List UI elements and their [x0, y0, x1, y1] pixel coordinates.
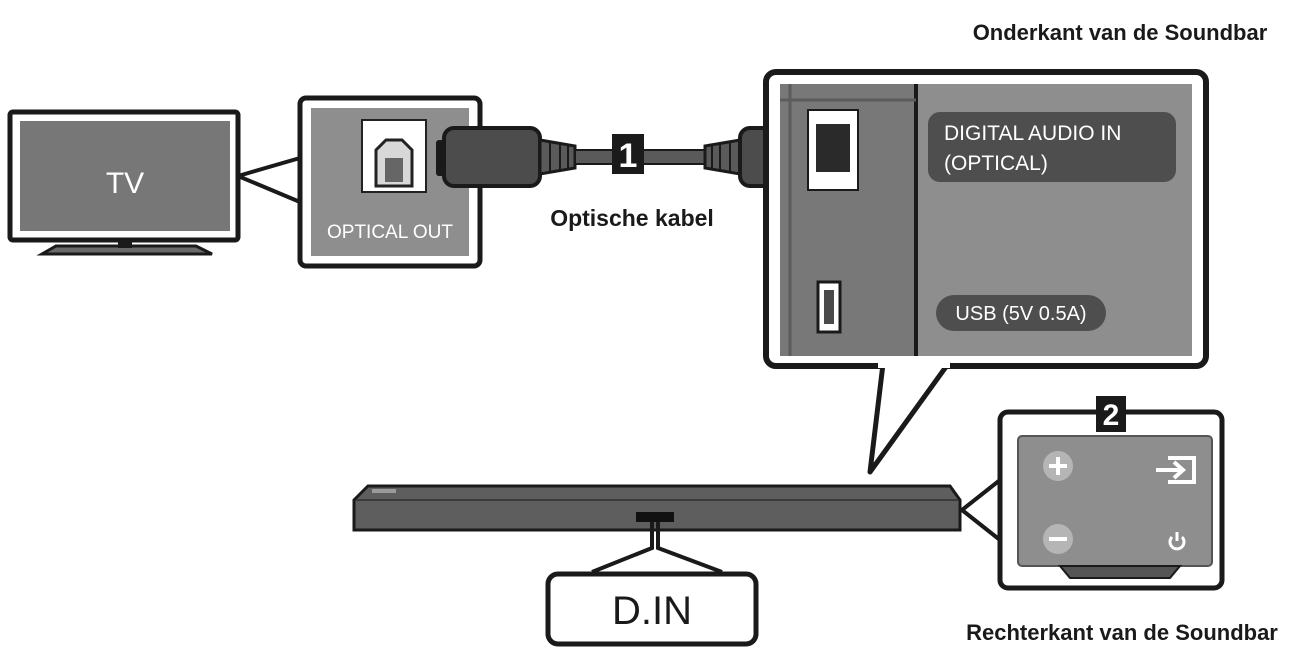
tv-callout-pointer [236, 156, 302, 204]
step2-badge [1096, 396, 1126, 432]
power-icon [1168, 532, 1186, 551]
bottom-callout-pointer [867, 361, 951, 475]
din-port-marker [636, 512, 674, 522]
tv-label: TV [106, 167, 144, 200]
right-callout-pointer [960, 478, 1002, 542]
soundbar-bottom-panel: DIGITAL AUDIO IN (OPTICAL) USB (5V 0.5A) [763, 69, 1209, 369]
digital-audio-in-sub: (OPTICAL) [944, 152, 1048, 175]
optical-out-panel: OPTICAL OUT [297, 95, 483, 269]
din-label: D.IN [612, 589, 692, 633]
soundbar [352, 484, 962, 532]
digital-audio-in-plate [928, 112, 1176, 182]
step1-number: 1 [619, 137, 638, 175]
cable-label: Optische kabel [550, 205, 714, 231]
step2-number: 2 [1103, 399, 1120, 432]
digital-audio-in-label: DIGITAL AUDIO IN [944, 122, 1121, 145]
input-source-icon [1156, 456, 1196, 484]
soundbar-right-panel [997, 409, 1225, 591]
bottom-panel-title: Onderkant van de Soundbar [973, 20, 1268, 45]
din-callout [545, 571, 759, 647]
step1-badge [612, 134, 644, 174]
tv-illustration: TV [7, 109, 241, 256]
usb-plate [936, 295, 1106, 331]
optical-out-label: OPTICAL OUT [327, 222, 453, 243]
usb-label: USB (5V 0.5A) [955, 303, 1086, 325]
right-panel-title: Rechterkant van de Soundbar [966, 620, 1278, 645]
